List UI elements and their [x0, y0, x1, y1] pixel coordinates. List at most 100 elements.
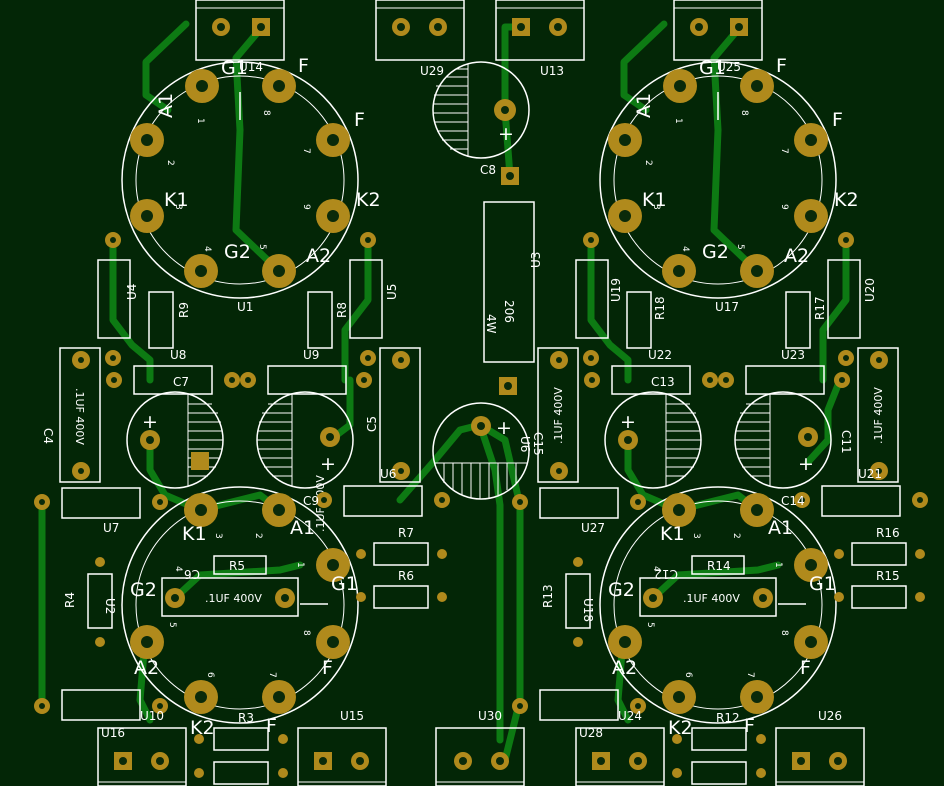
capacitor-c11[interactable]: .1UF 400V C11: [839, 347, 899, 483]
label-c14: C14: [781, 494, 805, 508]
resistor-u20[interactable]: U20: [827, 232, 877, 366]
pin-number: 2: [731, 533, 741, 539]
tube-socket-u17[interactable]: G1 F F A1 K1 K2 G2 A2 1 2 3 4 5 9 7 8 U2…: [599, 55, 859, 314]
pin-number: 3: [691, 533, 701, 539]
connector-u15[interactable]: U15: [297, 709, 387, 786]
resistor-u2[interactable]: R4 U2: [63, 557, 117, 647]
label-r14: R14: [707, 559, 731, 573]
capacitor-c15[interactable]: .1UF 400V C15: [531, 347, 579, 483]
label-r4: R4: [63, 592, 77, 608]
label-u10: U10: [140, 709, 164, 723]
pin-number: 7: [267, 672, 277, 678]
resistor-r5[interactable]: R5: [213, 555, 267, 575]
pin-number: 5: [167, 622, 177, 628]
resistor-r8[interactable]: R8: [307, 291, 349, 349]
capacitor-c6[interactable]: .1UF 400V C6: [161, 567, 299, 617]
resistor-c13[interactable]: C13: [584, 365, 718, 395]
resistor-u19[interactable]: U19: [575, 232, 623, 366]
resistor-u7[interactable]: U7: [34, 487, 168, 535]
label-c11: C11: [839, 430, 853, 454]
pin-label-g1: G1: [331, 573, 358, 595]
tube-socket-lower-right[interactable]: K1 A1 G1 G2 A2 F K2 F 3 2 1 4 5 6 7 8 .1…: [599, 486, 837, 739]
label-u16: U16: [101, 726, 125, 740]
label-r15: R15: [876, 569, 900, 583]
pin-label-a1: A1: [155, 93, 177, 118]
pin-label-a1: A1: [768, 517, 793, 539]
capacitor-c4[interactable]: .1UF 400V C4: [41, 347, 101, 483]
label-u29: U29: [420, 64, 444, 78]
pin-number: 3: [213, 533, 223, 539]
tube-socket-lower-left[interactable]: K1 A1 G1 G2 A2 F K2 F 3 2 1 4 5 6 7 8 .1…: [121, 486, 359, 739]
label-r17: R17: [813, 296, 827, 320]
resistor-r16[interactable]: R16: [834, 526, 925, 566]
resistor-mid-left[interactable]: [240, 365, 372, 395]
label-u25: U25: [717, 60, 741, 74]
pin-number: 6: [205, 672, 215, 678]
connector-u28[interactable]: U28: [575, 726, 665, 786]
electrolytic-cap-left-b[interactable]: +: [256, 391, 354, 489]
label-r6: R6: [398, 569, 414, 583]
label-c15: C15: [531, 432, 545, 456]
tube-pads: [130, 493, 350, 714]
resistor-r18[interactable]: R18: [626, 291, 667, 349]
pin-number: 7: [779, 148, 789, 154]
electrolytic-cap-right-a[interactable]: +: [604, 391, 702, 489]
pin-label-g1: G1: [809, 573, 836, 595]
resistor-r6[interactable]: R6: [356, 569, 447, 609]
resistor-r3[interactable]: R3: [194, 711, 288, 785]
resistor-u5[interactable]: U5: [349, 232, 399, 366]
capacitor-c12[interactable]: .1UF 400V C12: [639, 567, 777, 617]
pin-label-f: F: [776, 55, 787, 77]
resistor-c7[interactable]: C7: [106, 365, 240, 395]
power-resistor-u3[interactable]: 206 4W U3: [483, 201, 543, 395]
pin-label-f: F: [354, 109, 365, 131]
pin-number: 9: [301, 204, 311, 210]
pin-label-g1: G1: [699, 57, 726, 79]
pin-label-f: F: [744, 715, 755, 737]
connector-u13[interactable]: [495, 0, 585, 61]
label-c13: C13: [651, 375, 675, 389]
resistor-u18[interactable]: R13 U18: [541, 557, 595, 647]
label-u26: U26: [818, 709, 842, 723]
connector-u14[interactable]: [195, 0, 285, 61]
resistor-c14[interactable]: C14: [781, 485, 928, 517]
resistor-r17[interactable]: R17: [785, 291, 827, 349]
label-c5: C5: [365, 416, 379, 432]
resistor-u24[interactable]: U24: [512, 689, 646, 723]
electrolytic-cap-left-a[interactable]: +: [126, 391, 224, 489]
connector-u16[interactable]: U16: [97, 726, 187, 786]
resistor-r7[interactable]: R7: [356, 526, 447, 566]
resistor-r9[interactable]: R9: [148, 291, 191, 349]
resistor-r12[interactable]: R12: [672, 711, 766, 785]
resistor-u4[interactable]: U4: [97, 232, 139, 366]
label-r3: R3: [238, 711, 254, 725]
resistor-r14[interactable]: R14: [691, 555, 745, 575]
tube-socket-u1[interactable]: G1 F F A1 K1 K2 G2 A2 1 2 3 4 5 9 7 8 U1…: [121, 55, 381, 314]
resistor-mid-right[interactable]: [718, 365, 850, 395]
resistor-c9[interactable]: C9: [303, 485, 450, 517]
connector-u30[interactable]: U30: [435, 709, 525, 786]
resistor-u27[interactable]: U27: [512, 487, 646, 535]
connector-u29[interactable]: [375, 0, 465, 61]
label-r13: R13: [541, 584, 555, 608]
pin-label-k2: K2: [356, 189, 381, 211]
electrolytic-cap-center[interactable]: + U6: [432, 402, 532, 500]
label-c7: C7: [173, 375, 189, 389]
electrolytic-cap-right-b[interactable]: +: [734, 391, 832, 489]
pin-label-g2: G2: [224, 241, 251, 263]
label-u28: U28: [579, 726, 603, 740]
label-c4: C4: [41, 428, 55, 444]
pin-label-g2: G2: [702, 241, 729, 263]
pin-label-a1: A1: [290, 517, 315, 539]
connector-u26[interactable]: U26: [775, 709, 865, 786]
pin-number: 8: [779, 630, 789, 636]
pin-number: 2: [165, 160, 175, 166]
capacitor-c8[interactable]: + C8 U29 U13: [420, 61, 564, 185]
label-u19: U19: [609, 278, 623, 302]
connector-u25[interactable]: [673, 0, 763, 61]
pin-number: 4: [202, 246, 212, 252]
resistor-r15[interactable]: R15: [834, 569, 925, 609]
label-u22: U22: [648, 348, 672, 362]
resistor-u10[interactable]: U10: [34, 689, 168, 723]
